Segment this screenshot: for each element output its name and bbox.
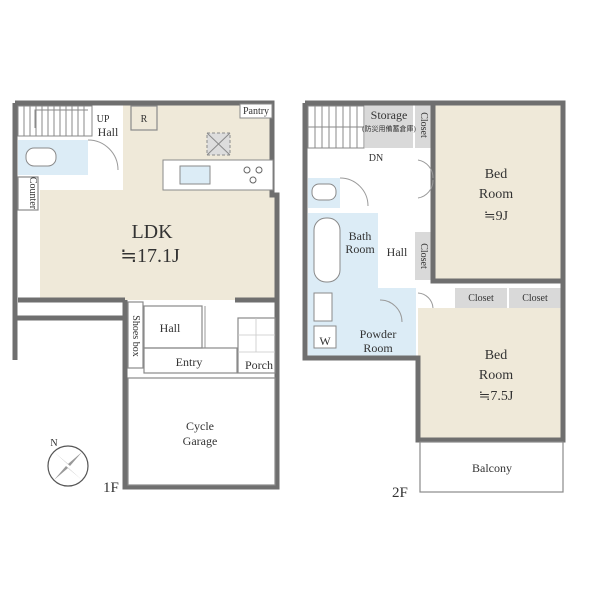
storage-area xyxy=(365,103,413,148)
bed1-size: ≒9J xyxy=(484,209,509,224)
bed1-label-b: Room xyxy=(479,187,513,202)
porch-label: Porch xyxy=(245,358,273,372)
counter-label: Counter xyxy=(27,177,38,210)
bedroom-75j-area xyxy=(418,308,563,440)
compass-icon: N xyxy=(47,438,89,487)
sink-2f-icon xyxy=(313,292,333,322)
pantry xyxy=(239,103,273,119)
bed2-label-a: Bed xyxy=(485,348,508,363)
toilet-2f-icon xyxy=(311,183,337,201)
toilet-icon xyxy=(25,147,57,167)
bath-room-label: Room xyxy=(345,242,375,256)
walls-2f xyxy=(302,100,566,443)
closet-bed2-a-label: Closet xyxy=(468,293,494,304)
hall-1f-label: Hall xyxy=(160,321,181,335)
entry-label: Entry xyxy=(176,355,203,369)
storage-note: (防災用備蓄倉庫) xyxy=(362,124,416,133)
cycle-label: Cycle xyxy=(186,419,214,433)
second-floor: DN Storage (防災用備蓄倉庫) Closet Closet Bath … xyxy=(302,100,566,501)
porch xyxy=(237,317,276,374)
closet-upper xyxy=(415,103,433,148)
closet-bed2-a xyxy=(455,288,507,308)
r-box xyxy=(130,105,158,131)
bathtub-icon xyxy=(313,217,341,283)
stairs-2f xyxy=(307,105,365,149)
shoes-box xyxy=(127,301,144,369)
closet-upper-label: Closet xyxy=(418,112,429,138)
bedroom-9j-area xyxy=(433,103,561,281)
door-arc-bed1-a xyxy=(417,159,434,179)
sink-icon xyxy=(179,165,211,185)
w-label: W xyxy=(319,334,331,348)
bed2-size: ≒7.5J xyxy=(479,389,514,404)
powder-room-label: Room xyxy=(363,341,393,355)
hall-top-label: Hall xyxy=(98,125,119,139)
closet-bed2-b xyxy=(509,288,561,308)
stairs-1f xyxy=(17,105,93,137)
bath-label: Bath xyxy=(349,229,372,243)
garage-label: Garage xyxy=(183,434,218,448)
first-floor: UP Hall Counter R Pantry LDK ≒17.1J Shoe… xyxy=(12,100,280,496)
dn-label: DN xyxy=(369,153,383,164)
powder-label: Powder xyxy=(360,327,397,341)
shoes-box-label: Shoes box xyxy=(130,315,141,356)
floor-2f-tag: 2F xyxy=(392,485,408,501)
hall-2f-label: Hall xyxy=(387,245,408,259)
ldk-size: ≒17.1J xyxy=(120,245,180,267)
pantry-label: Pantry xyxy=(243,106,269,117)
balcony-label: Balcony xyxy=(472,461,512,475)
walls-1f xyxy=(12,100,280,360)
entry xyxy=(143,347,238,374)
counter xyxy=(17,176,39,211)
door-arc-toilet-2f xyxy=(339,177,369,207)
cycle-garage xyxy=(127,377,276,486)
bed1-label-a: Bed xyxy=(485,167,508,182)
bed2-label-b: Room xyxy=(479,368,513,383)
balcony xyxy=(419,441,564,493)
door-arc-toilet xyxy=(87,139,119,171)
door-arc-bed2 xyxy=(417,292,434,309)
porch-tiles xyxy=(238,318,275,353)
door-arc-powder xyxy=(379,299,403,323)
ldk-label: LDK xyxy=(131,221,173,243)
compass-north-label: N xyxy=(50,438,57,449)
up-label: UP xyxy=(97,114,110,125)
closet-bed2-b-label: Closet xyxy=(522,293,548,304)
closet-mid-label: Closet xyxy=(418,243,429,269)
washer-box xyxy=(313,325,337,349)
r-label: R xyxy=(141,114,148,125)
storage-label: Storage xyxy=(371,108,408,122)
stove-icon xyxy=(243,166,263,184)
closet-mid xyxy=(415,232,433,280)
floor-1f-tag: 1F xyxy=(103,480,119,496)
ldk-area xyxy=(40,103,275,300)
walls-1f-lower xyxy=(122,300,280,490)
door-arc-bed1-b xyxy=(417,179,434,199)
